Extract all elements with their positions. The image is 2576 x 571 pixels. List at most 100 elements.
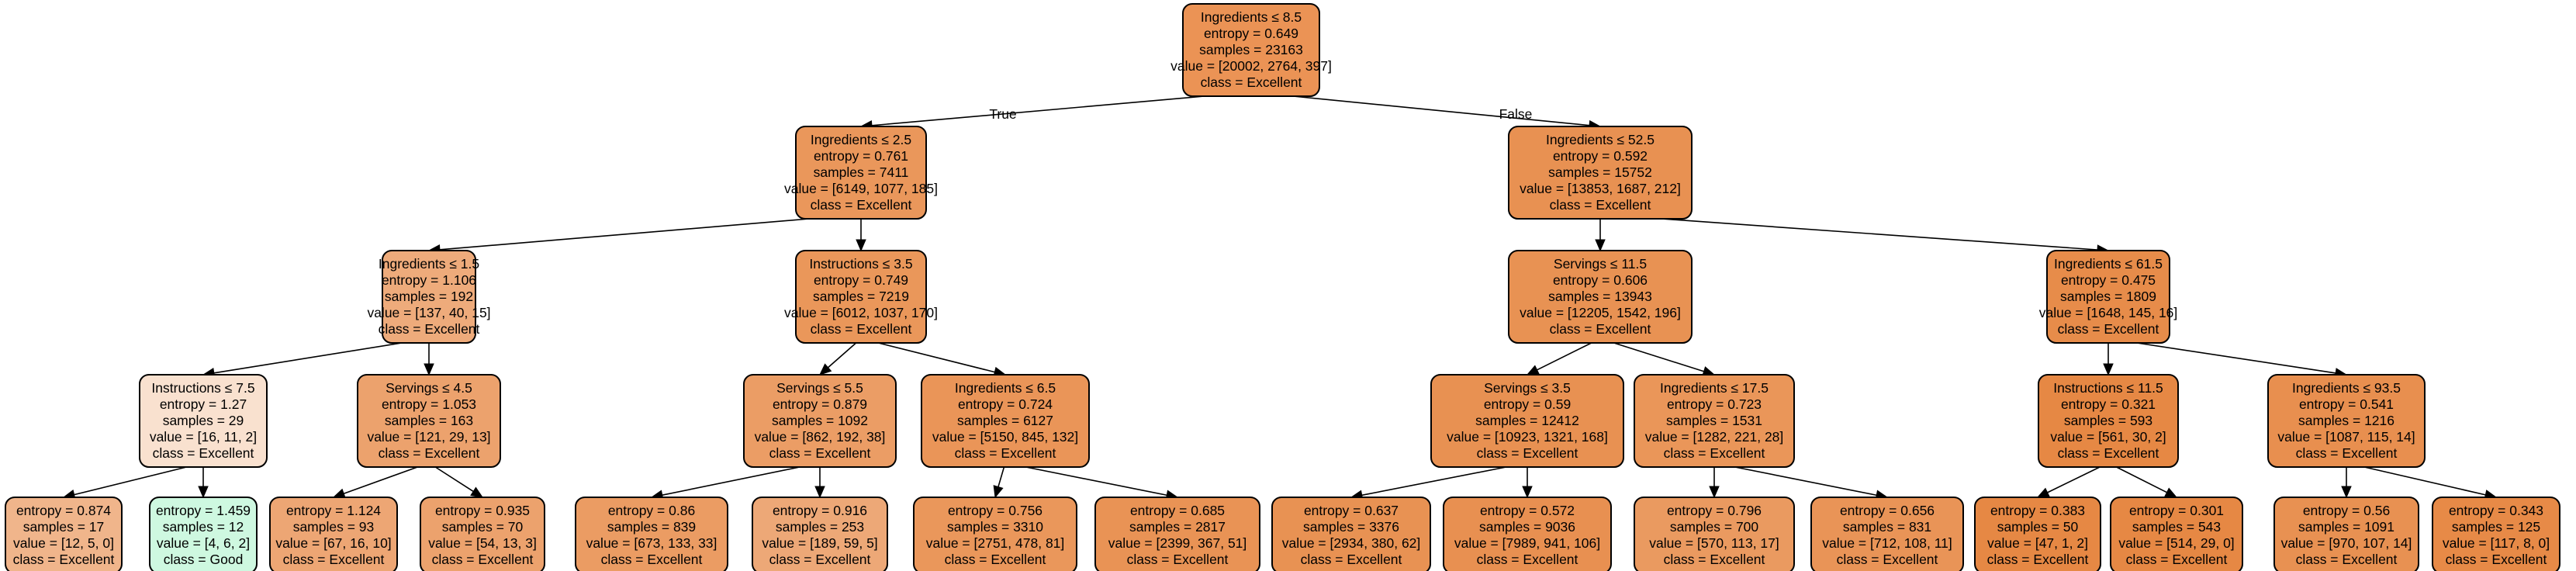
- edge-label-true: True: [989, 106, 1016, 122]
- edge-n0-n1: True: [859, 95, 1205, 131]
- node-box: [2432, 497, 2560, 571]
- entropy-text: entropy = 0.649: [1204, 26, 1298, 41]
- entropy-text: entropy = 1.053: [382, 396, 476, 412]
- class-text: class = Excellent: [283, 552, 385, 567]
- class-text: class = Excellent: [1477, 552, 1578, 567]
- entropy-text: entropy = 0.637: [1304, 503, 1399, 518]
- entropy-text: entropy = 0.656: [1840, 503, 1935, 518]
- edge-line: [827, 342, 857, 369]
- class-text: class = Excellent: [2296, 552, 2398, 567]
- edge-n10-n22: [1025, 466, 1179, 500]
- entropy-text: entropy = 0.321: [2061, 396, 2156, 412]
- value-text: value = [570, 113, 17]: [1649, 535, 1779, 551]
- class-text: class = Excellent: [811, 321, 912, 337]
- class-text: class = Excellent: [955, 445, 1056, 461]
- samples-text: samples = 6127: [957, 413, 1053, 428]
- node-box: [5, 497, 123, 571]
- edge-n0-n2: False: [1292, 95, 1602, 131]
- entropy-text: entropy = 0.874: [16, 503, 111, 518]
- edge-arrowhead-icon: [2103, 363, 2114, 376]
- entropy-text: entropy = 0.343: [2449, 503, 2543, 518]
- entropy-text: entropy = 0.796: [1667, 503, 1762, 518]
- samples-text: samples = 593: [2064, 413, 2152, 428]
- samples-text: samples = 253: [776, 519, 864, 535]
- entropy-text: entropy = 0.383: [1990, 503, 2085, 518]
- edge-n4-n10: [878, 342, 1007, 378]
- class-text: class = Excellent: [379, 445, 480, 461]
- node-box: [921, 374, 1090, 468]
- edge-n13-n28: [2116, 466, 2178, 498]
- value-text: value = [1282, 221, 28]: [1645, 429, 1784, 445]
- node-box: [420, 497, 545, 571]
- class-text: class = Excellent: [1664, 552, 1765, 567]
- edge-n1-n4: [856, 219, 866, 252]
- edge-arrowhead-icon: [819, 363, 832, 375]
- edge-line: [1734, 466, 1877, 497]
- samples-text: samples = 700: [1670, 519, 1759, 535]
- edge-n5-n12: [1613, 342, 1716, 377]
- value-text: value = [16, 11, 2]: [150, 429, 257, 445]
- samples-text: samples = 3310: [947, 519, 1043, 535]
- edge-n11-n23: [1350, 466, 1506, 500]
- entropy-text: entropy = 0.749: [814, 272, 908, 288]
- node-box: [2046, 250, 2170, 344]
- class-text: class = Excellent: [1201, 74, 1302, 90]
- value-text: value = [6012, 1037, 170]: [784, 305, 938, 320]
- edge-n9-n20: [814, 467, 825, 499]
- entropy-text: entropy = 0.541: [2299, 396, 2394, 412]
- edge-n14-n30: [2363, 466, 2498, 500]
- samples-text: samples = 1091: [2298, 519, 2394, 535]
- node-box: [795, 250, 927, 344]
- edge-n3-n7: [202, 342, 403, 379]
- class-text: class = Excellent: [1550, 197, 1651, 213]
- samples-text: samples = 1216: [2298, 413, 2394, 428]
- samples-text: samples = 839: [607, 519, 696, 535]
- edge-arrowhead-icon: [2341, 486, 2352, 499]
- class-text: class = Excellent: [153, 445, 254, 461]
- edge-n7-n16: [198, 467, 209, 499]
- split-condition: Ingredients ≤ 17.5: [1660, 380, 1769, 396]
- edge-arrowhead-icon: [2036, 487, 2050, 498]
- node-box: [2267, 374, 2426, 468]
- edge-line: [1613, 342, 1704, 372]
- class-text: class = Excellent: [1127, 552, 1229, 567]
- class-text: class = Excellent: [601, 552, 703, 567]
- class-text: class = Excellent: [2296, 445, 2398, 461]
- split-condition: Instructions ≤ 3.5: [809, 256, 912, 272]
- samples-text: samples = 9036: [1479, 519, 1575, 535]
- split-condition: Servings ≤ 11.5: [1554, 256, 1647, 272]
- entropy-text: entropy = 0.916: [773, 503, 867, 518]
- edge-line: [1025, 466, 1167, 497]
- edge-arrowhead-icon: [1526, 365, 1540, 375]
- split-condition: Instructions ≤ 11.5: [2053, 380, 2163, 396]
- edge-arrowhead-icon: [1709, 486, 1720, 499]
- value-text: value = [137, 40, 15]: [367, 305, 490, 320]
- samples-text: samples = 29: [163, 413, 244, 428]
- edge-line: [2363, 466, 2486, 496]
- samples-text: samples = 1092: [772, 413, 868, 428]
- edge-n1-n3: [427, 218, 810, 255]
- edge-arrowhead-icon: [470, 486, 484, 498]
- node-box: [149, 497, 258, 571]
- split-condition: Ingredients ≤ 8.5: [1201, 9, 1302, 25]
- class-text: class = Excellent: [379, 321, 480, 337]
- edge-n9-n19: [650, 466, 800, 500]
- samples-text: samples = 13943: [1548, 289, 1652, 304]
- value-text: value = [67, 16, 10]: [275, 535, 391, 551]
- node-box: [1430, 374, 1624, 468]
- edge-arrowhead-icon: [424, 363, 434, 376]
- edge-n6-n13: [2103, 343, 2114, 376]
